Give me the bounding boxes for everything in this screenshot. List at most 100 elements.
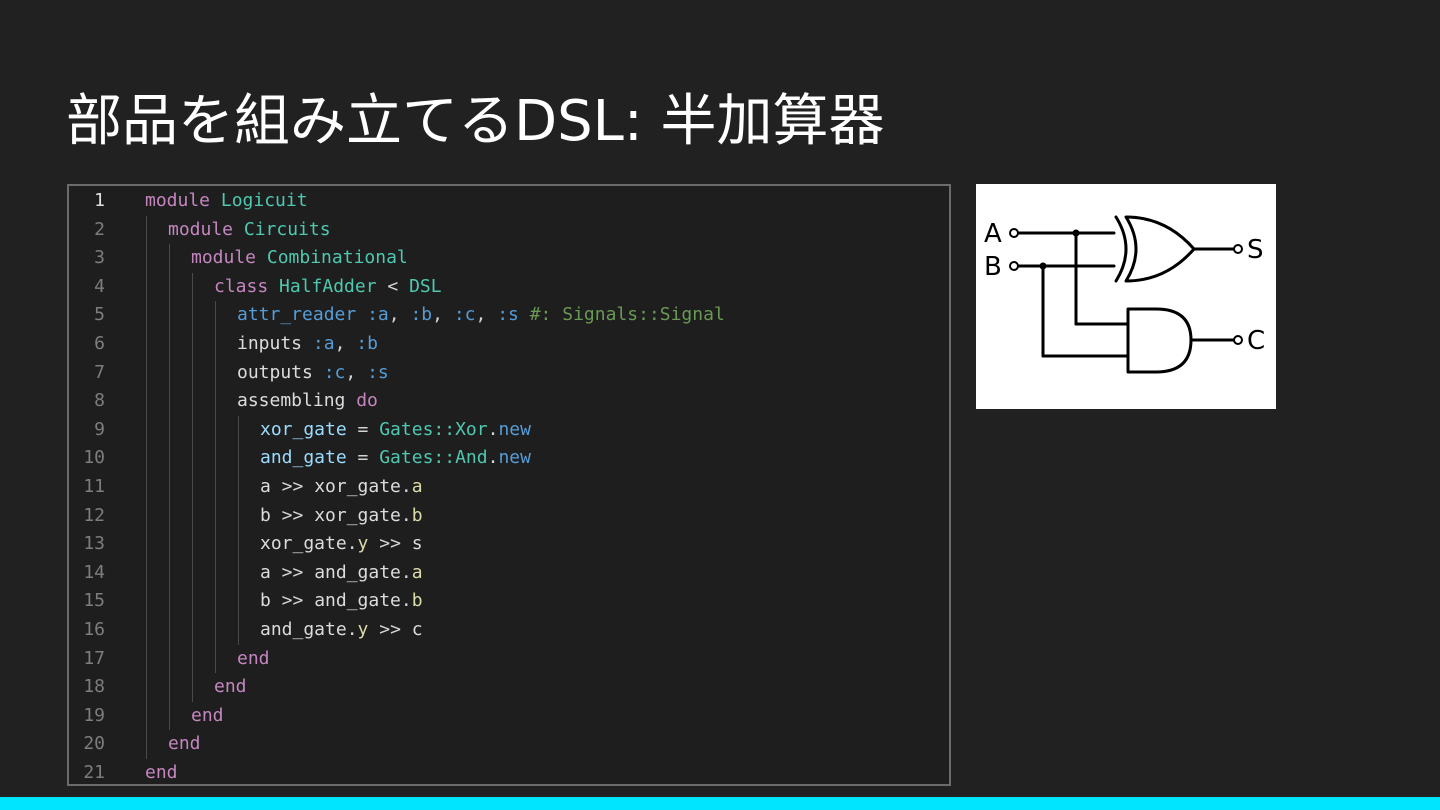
- code-token: #: Signals::Signal: [529, 304, 725, 326]
- xor-gate: [1124, 215, 1196, 283]
- code-token: .: [400, 504, 412, 526]
- accent-bar: [0, 797, 1440, 810]
- code-token: b: [260, 590, 271, 612]
- line-code: class HalfAdder < DSL: [214, 273, 442, 301]
- code-token: b: [260, 504, 271, 526]
- code-token: do: [356, 390, 378, 412]
- code-token: xor_gate: [314, 504, 401, 526]
- label-b: B: [984, 252, 1002, 282]
- line-number: 1: [94, 190, 105, 211]
- line-code: a >> xor_gate.a: [260, 473, 423, 501]
- line-code: outputs :c, :s: [237, 359, 389, 387]
- code-token: module: [145, 190, 211, 211]
- code-token: [268, 276, 279, 297]
- terminal-a: [1009, 228, 1019, 238]
- code-token: =: [346, 418, 380, 440]
- line-code: end: [237, 645, 270, 673]
- code-token: <: [376, 275, 410, 297]
- line-code: inputs :a, :b: [237, 330, 378, 358]
- indent-guide: [192, 272, 193, 702]
- code-token: Gates::And: [379, 447, 488, 469]
- code-line[interactable]: 13 xor_gate.y >> s: [69, 530, 949, 558]
- code-token: Gates::Xor: [379, 418, 488, 440]
- line-number: 12: [83, 504, 105, 526]
- label-a: A: [984, 219, 1002, 249]
- code-token: ,: [388, 304, 411, 326]
- line-number: 4: [94, 275, 105, 297]
- line-code: module Logicuit: [145, 187, 308, 215]
- code-token: xor_gate: [314, 476, 401, 497]
- line-number: 17: [83, 647, 105, 669]
- line-code: a >> and_gate.a: [260, 559, 423, 587]
- code-line[interactable]: 17 end: [69, 645, 949, 673]
- line-code: b >> xor_gate.b: [260, 502, 423, 530]
- terminal-s: [1233, 244, 1243, 254]
- code-line[interactable]: 8 assembling do: [69, 387, 949, 415]
- indent-guide: [146, 215, 147, 759]
- code-token: >>: [368, 533, 412, 555]
- line-number: 5: [94, 304, 105, 326]
- code-token: end: [214, 676, 247, 698]
- code-token: :s: [367, 361, 389, 383]
- code-token: assembling: [237, 390, 346, 412]
- code-token: c: [411, 619, 423, 640]
- code-token: a: [260, 561, 271, 583]
- line-number: 8: [94, 390, 105, 412]
- terminal-c: [1233, 335, 1243, 345]
- code-token: s: [411, 533, 423, 555]
- code-token: [345, 390, 356, 411]
- terminal-b: [1009, 261, 1019, 271]
- code-token: Circuits: [243, 218, 331, 240]
- line-number: 10: [83, 447, 105, 469]
- code-token: DSL: [409, 275, 442, 297]
- line-code: end: [191, 702, 224, 730]
- code-line[interactable]: 14 a >> and_gate.a: [69, 559, 949, 587]
- line-number: 11: [83, 476, 105, 497]
- code-token: class: [214, 275, 269, 297]
- line-code: b >> and_gate.b: [260, 587, 423, 615]
- line-number: 9: [94, 418, 105, 440]
- and-gate: [1126, 307, 1193, 374]
- code-token: [256, 247, 267, 268]
- code-token: a: [411, 561, 423, 583]
- code-token: ,: [334, 333, 357, 354]
- line-number: 13: [83, 533, 105, 555]
- slide-title: 部品を組み立てるDSL: 半加算器: [66, 89, 885, 154]
- code-token: >>: [270, 476, 315, 497]
- code-line[interactable]: 4 class HalfAdder < DSL: [69, 273, 949, 301]
- code-line[interactable]: 1 module Logicuit: [69, 187, 949, 215]
- line-number: 14: [83, 561, 105, 583]
- code-token: and_gate: [260, 619, 347, 640]
- code-token: end: [237, 647, 270, 669]
- code-token: a: [411, 476, 423, 497]
- code-token: .: [346, 619, 358, 640]
- code-token: y: [357, 533, 369, 555]
- line-code: and_gate.y >> c: [260, 616, 423, 644]
- code-token: .: [400, 590, 412, 612]
- code-token: >>: [270, 561, 315, 583]
- code-token: .: [346, 533, 358, 555]
- code-token: :b: [410, 304, 433, 326]
- code-token: :c: [453, 304, 476, 326]
- code-token: :s: [497, 304, 519, 326]
- code-token: .: [487, 418, 499, 440]
- code-line[interactable]: 11 a >> xor_gate.a: [69, 473, 949, 501]
- code-token: and_gate: [314, 561, 401, 583]
- code-token: xor_gate: [260, 533, 347, 555]
- code-token: :b: [356, 333, 378, 354]
